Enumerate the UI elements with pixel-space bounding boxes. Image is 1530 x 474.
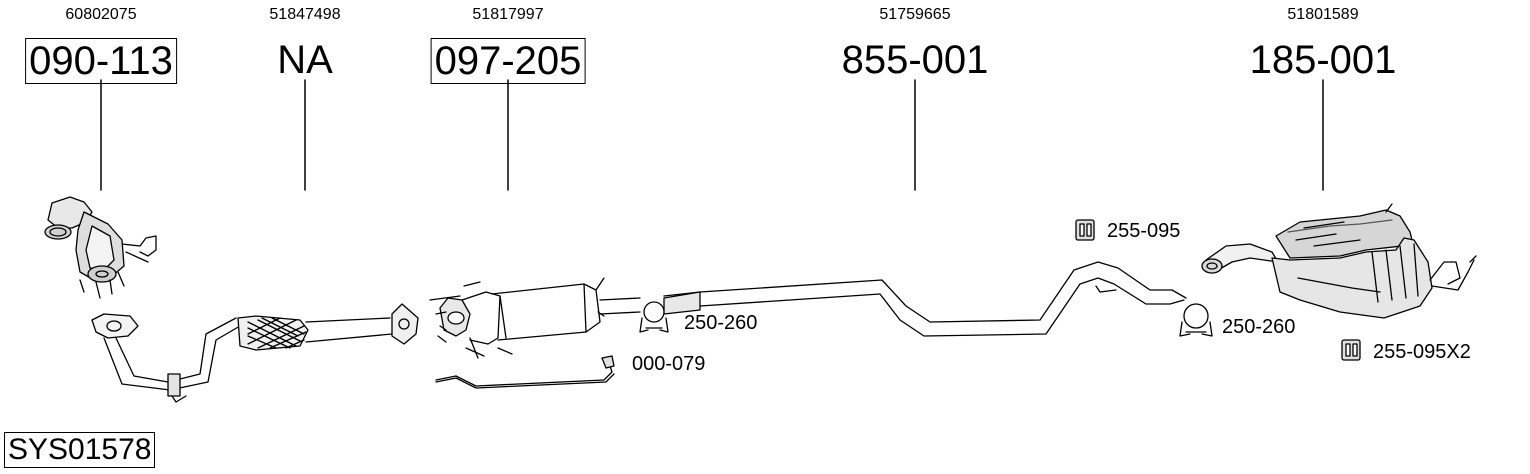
system-code: SYS01578: [4, 432, 156, 468]
rubber-hanger-icon[interactable]: [1341, 339, 1361, 361]
clamp-icon[interactable]: [1179, 303, 1213, 337]
part-number-1[interactable]: 090-113: [25, 38, 177, 84]
sensor-pipe-icon[interactable]: [435, 355, 615, 389]
oe-number-3: 51817997: [472, 6, 544, 23]
rubber-hanger-icon[interactable]: [1075, 219, 1095, 241]
particulate-filter-drawing[interactable]: [429, 277, 641, 359]
oe-number-2: 51847498: [269, 6, 341, 23]
oe-number-4: 51759665: [879, 6, 951, 23]
part-number-5[interactable]: 185-001: [1249, 38, 1397, 82]
part-number-2[interactable]: NA: [277, 38, 333, 82]
accessory-label-clamp-left[interactable]: 250-260: [684, 312, 758, 334]
clamp-icon[interactable]: [639, 301, 669, 333]
accessory-label-sensor-pipe[interactable]: 000-079: [632, 353, 706, 375]
oe-number-5: 51801589: [1287, 6, 1359, 23]
rear-silencer-drawing[interactable]: [1201, 203, 1477, 319]
oe-number-1: 60802075: [65, 6, 137, 23]
front-pipe-drawing[interactable]: [91, 303, 419, 403]
accessory-label-clamp-right[interactable]: 250-260: [1222, 316, 1296, 338]
part-number-4[interactable]: 855-001: [841, 38, 989, 82]
accessory-label-hanger-x2[interactable]: 255-095X2: [1373, 341, 1471, 363]
leader-lines: [100, 79, 1324, 191]
catalytic-converter-drawing[interactable]: [44, 196, 157, 299]
accessory-label-hanger[interactable]: 255-095: [1107, 220, 1181, 242]
